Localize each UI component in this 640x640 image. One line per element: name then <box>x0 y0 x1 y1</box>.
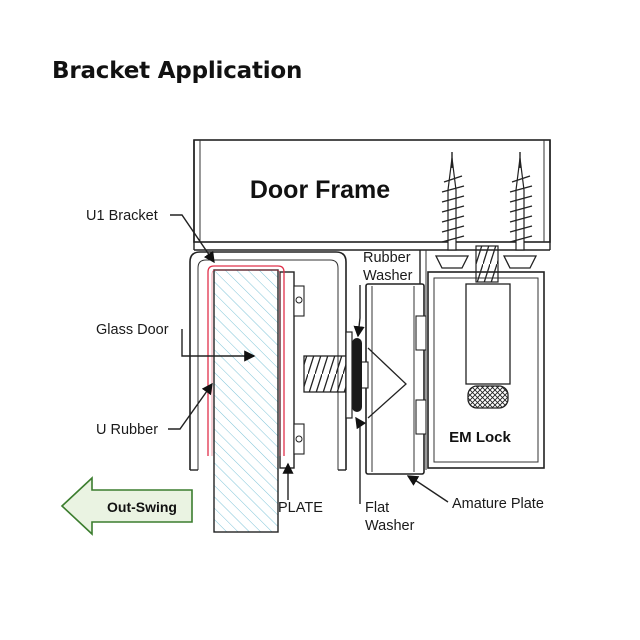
rubber-washer-label-line2: Washer <box>363 268 413 284</box>
armature-plate <box>365 283 427 475</box>
rubber-washer-label-line1: Rubber <box>363 250 411 266</box>
out-swing-label: Out-Swing <box>107 499 177 515</box>
out-swing-arrow: Out-Swing <box>60 476 193 536</box>
u-rubber-label: U Rubber <box>96 422 158 438</box>
door-frame: Door Frame <box>193 139 551 251</box>
door-frame-label: Door Frame <box>250 176 390 204</box>
page-title: Bracket Application <box>52 58 303 84</box>
flat-washer-label-line2: Washer <box>365 518 415 534</box>
flat-washer <box>345 331 353 419</box>
u1-bracket-label: U1 Bracket <box>86 208 158 224</box>
mounting-screw-left <box>434 152 470 269</box>
em-lock: EM Lock <box>419 245 545 470</box>
glass-door <box>213 269 279 533</box>
rubber-washer <box>352 338 362 412</box>
flat-washer-label-line1: Flat <box>365 500 389 516</box>
glass-door-label: Glass Door <box>96 322 169 338</box>
em-lock-label: EM Lock <box>449 429 511 446</box>
mounting-screw-right <box>502 152 538 269</box>
u-rubber <box>207 265 285 456</box>
leaders <box>168 214 449 504</box>
amature-plate-label: Amature Plate <box>452 496 544 512</box>
plate-label: PLATE <box>278 500 323 516</box>
